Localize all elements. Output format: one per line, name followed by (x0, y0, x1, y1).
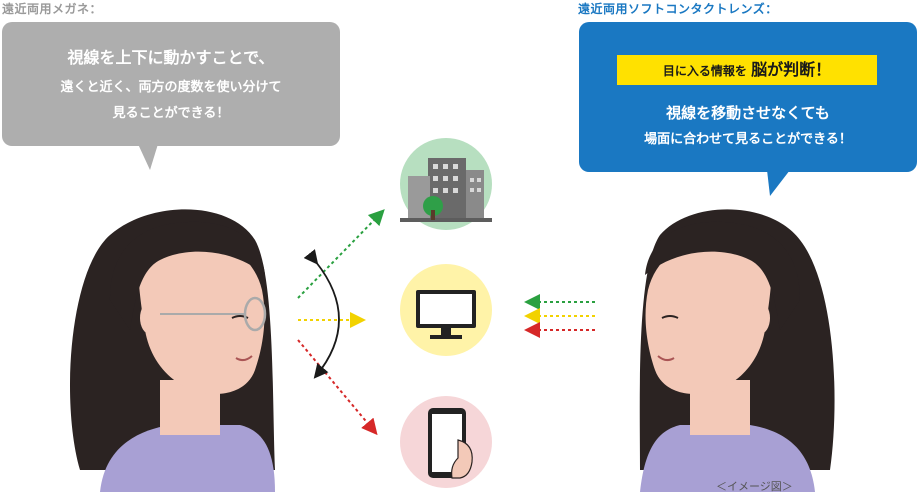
arrow-left-far (297, 209, 385, 299)
left-ear (140, 302, 160, 334)
left-shirt (100, 425, 275, 492)
glasses-bubble-line2: 遠くと近く、両方の度数を使い分けて (60, 80, 282, 95)
contact-bubble-line3: 場面に合わせて見ることができる！ (644, 132, 852, 147)
right-woman-figure (639, 209, 835, 492)
contact-bubble-line2: 視線を移動させなくても (666, 104, 830, 122)
right-ear (750, 302, 770, 334)
gray-bubble-tail (138, 144, 158, 170)
contact-lens-speech-bubble: 目に入る情報を 脳が判断！ 視線を移動させなくても 場面に合わせて見ることができ… (579, 22, 917, 172)
right-method-label: 遠近両用ソフトコンタクトレンズ： (578, 2, 778, 16)
image-caption: ＜イメージ図＞ (716, 480, 793, 493)
left-mouth (235, 355, 253, 362)
glasses-bubble-line1: 視線を上下に動かすことで、 (67, 48, 275, 67)
brain-highlight-box: 目に入る情報を 脳が判断！ (617, 55, 877, 85)
right-shirt (640, 425, 815, 492)
right-hair-front (645, 221, 800, 330)
glasses-bubble-line3: 見ることができる！ (112, 106, 230, 121)
monitor-icon (400, 264, 492, 356)
right-eye (661, 315, 679, 319)
blue-bubble-tail (767, 170, 790, 196)
right-face (645, 234, 773, 394)
left-woman-figure (70, 209, 275, 492)
left-method-label: 遠近両用メガネ： (2, 2, 103, 16)
glasses-speech-bubble: 視線を上下に動かすことで、 遠くと近く、両方の度数を使い分けて 見ることができる… (2, 22, 340, 146)
smartphone-icon (400, 396, 492, 488)
buildings-icon (400, 138, 492, 230)
left-hair-front (110, 221, 265, 330)
right-mouth (657, 355, 675, 362)
left-eye (231, 315, 249, 319)
highlight-big-text: 脳が判断！ (751, 60, 832, 79)
arrow-left-near (297, 339, 378, 436)
highlight-small-text: 目に入る情報を (662, 64, 752, 78)
glasses-icon (160, 296, 267, 332)
arrow-gaze-range (303, 249, 340, 379)
